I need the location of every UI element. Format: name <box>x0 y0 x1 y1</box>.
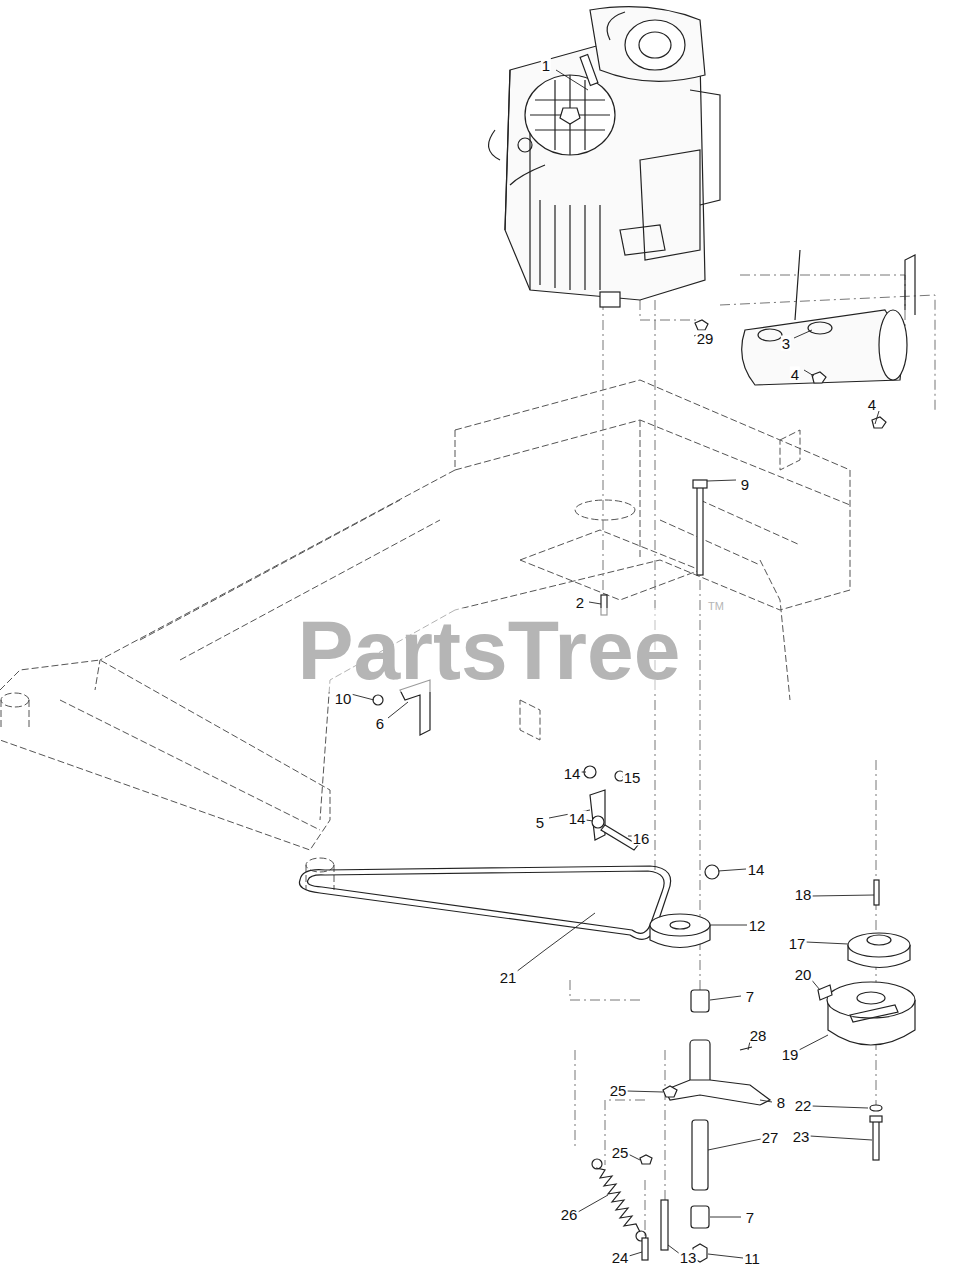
callout-number: 9 <box>740 477 750 492</box>
callout-number: 7 <box>745 989 755 1004</box>
callout-number: 8 <box>776 1095 786 1110</box>
callout-number: 4 <box>867 397 877 412</box>
muffler <box>742 250 915 385</box>
callout-number: 21 <box>499 970 518 985</box>
callout-number: 11 <box>743 1251 761 1266</box>
callout-number: 29 <box>696 331 715 346</box>
trademark-mark: TM <box>707 601 725 612</box>
callout-number: 26 <box>560 1207 579 1222</box>
callout-number: 18 <box>794 887 813 902</box>
callout-number: 6 <box>375 716 385 731</box>
idler-pulley <box>650 914 710 948</box>
callout-number: 10 <box>334 691 353 706</box>
callout-number: 13 <box>679 1250 698 1265</box>
callout-number: 12 <box>748 918 767 933</box>
callout-number: 7 <box>745 1210 755 1225</box>
hardware <box>373 320 886 879</box>
callout-number: 16 <box>632 831 651 846</box>
callout-number: 17 <box>788 936 807 951</box>
engine <box>489 7 720 307</box>
callout-number: 19 <box>781 1047 800 1062</box>
idler-arm <box>640 990 770 1262</box>
callout-number: 15 <box>623 770 642 785</box>
spring <box>592 1159 648 1260</box>
callout-number: 14 <box>563 766 582 781</box>
watermark: PartsTree <box>294 608 685 692</box>
callout-number: 20 <box>794 967 813 982</box>
callout-number: 25 <box>611 1145 630 1160</box>
callout-number: 25 <box>609 1083 628 1098</box>
callout-number: 4 <box>790 367 800 382</box>
alignment-line <box>570 275 935 1240</box>
callout-number: 5 <box>535 815 545 830</box>
callout-number: 3 <box>781 336 791 351</box>
frame-outline <box>0 380 850 890</box>
callout-number: 27 <box>761 1130 780 1145</box>
callout-number: 24 <box>611 1250 630 1265</box>
callout-number: 14 <box>568 811 587 826</box>
callout-number: 28 <box>749 1028 768 1043</box>
callout-number: 22 <box>794 1098 813 1113</box>
drive-belt <box>299 866 670 939</box>
clutch-assembly <box>818 880 915 1160</box>
callout-number: 1 <box>541 58 551 73</box>
callout-number: 14 <box>747 862 766 877</box>
callout-number: 23 <box>792 1129 811 1144</box>
